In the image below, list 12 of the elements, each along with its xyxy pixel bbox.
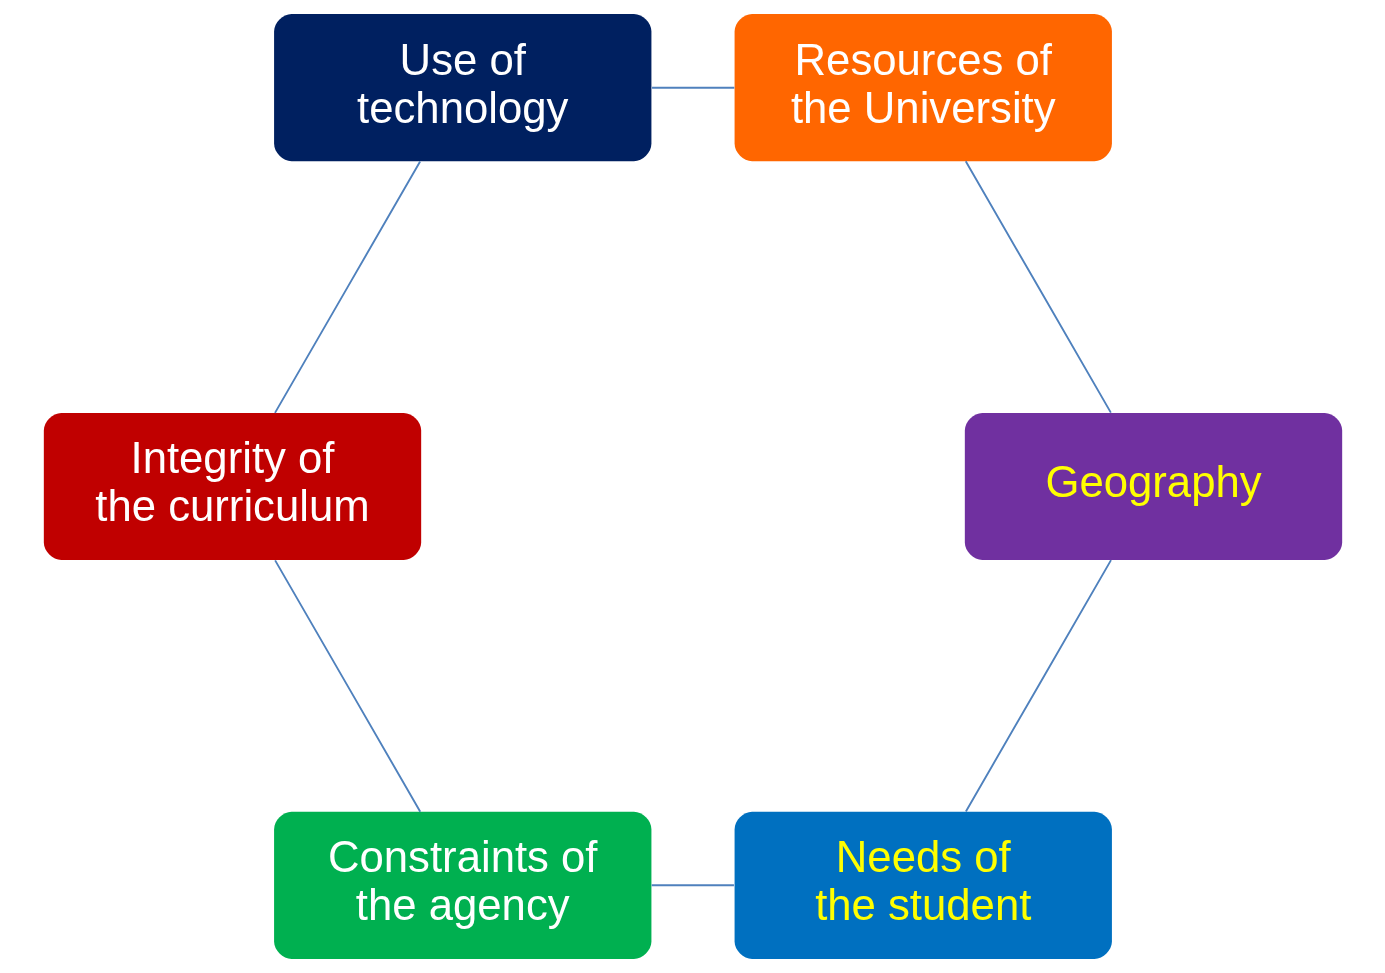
connector (273, 160, 421, 414)
node-box: Geography (964, 412, 1342, 561)
node-box: Constraints of the agency (273, 811, 651, 959)
node-box: Integrity of the curriculum (43, 412, 421, 561)
node-box: Resources of the University (734, 14, 1112, 162)
connector (964, 559, 1112, 813)
connector (964, 160, 1112, 414)
connector (273, 559, 421, 813)
node-box: Use of technology (273, 14, 651, 162)
connector (650, 884, 735, 887)
connector (650, 86, 735, 89)
node-box: Needs of the student (734, 811, 1112, 959)
